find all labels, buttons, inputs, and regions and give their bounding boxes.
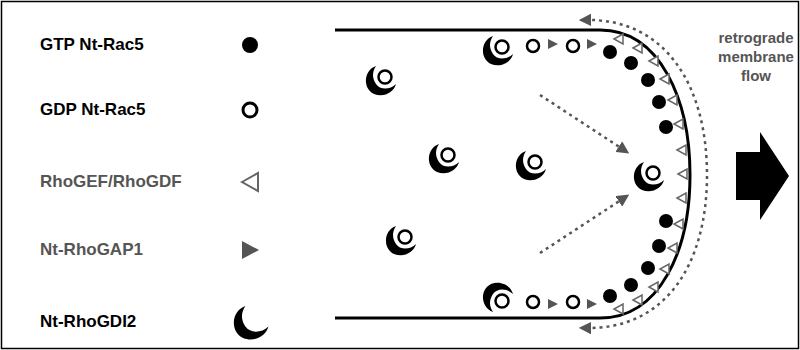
legend-label: GDP Nt-Rac5	[40, 100, 146, 120]
flow-label: retrograde membrane flow	[716, 28, 796, 85]
legend-label: RhoGEF/RhoGDF	[40, 172, 182, 192]
legend-label: Nt-RhoGDI2	[40, 312, 136, 332]
legend-label: GTP Nt-Rac5	[40, 35, 144, 55]
legend-label: Nt-RhoGAP1	[40, 240, 143, 260]
